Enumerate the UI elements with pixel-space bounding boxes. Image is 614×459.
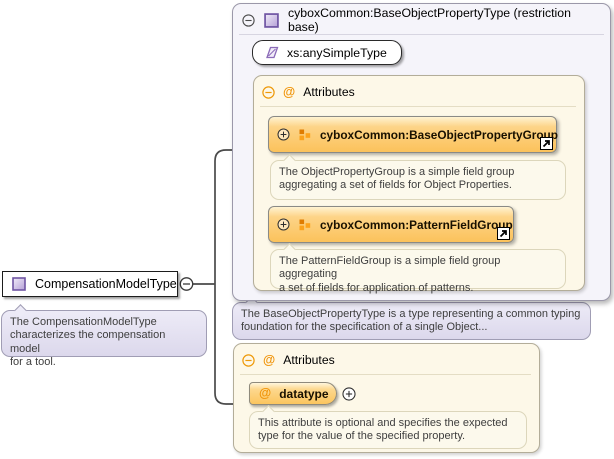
- attribute-icon: @: [259, 387, 271, 400]
- attribute-icon: @: [283, 86, 295, 99]
- element-node-label: CompensationModelType: [35, 277, 177, 291]
- simple-type-pill[interactable]: xs:anySimpleType: [252, 40, 402, 65]
- attributes-section: @ Attributes cyboxCommon:BaseObjectPrope…: [253, 75, 585, 291]
- expand-icon[interactable]: [277, 218, 290, 231]
- base-type-panel: cyboxCommon:BaseObjectPropertyType (rest…: [232, 3, 611, 301]
- group-label: cyboxCommon:BaseObjectPropertyGroup: [320, 128, 558, 142]
- complex-type-icon: [264, 13, 279, 28]
- complex-type-icon: [12, 277, 26, 291]
- attribute-group-baseobjectpropertygroup[interactable]: cyboxCommon:BaseObjectPropertyGroup: [268, 116, 557, 153]
- expand-icon[interactable]: [277, 128, 290, 141]
- collapse-icon[interactable]: [262, 86, 275, 99]
- group-description: The PatternFieldGroup is a simple field …: [270, 249, 566, 289]
- group-icon: [299, 129, 311, 141]
- collapse-icon[interactable]: [242, 14, 255, 27]
- simple-type-icon: [263, 46, 279, 59]
- group-label: cyboxCommon:PatternFieldGroup: [320, 218, 513, 232]
- element-node-compensationmodeltype[interactable]: CompensationModelType: [2, 271, 178, 297]
- base-type-title: cyboxCommon:BaseObjectPropertyType (rest…: [288, 6, 602, 34]
- attribute-group-patternfieldgroup[interactable]: cyboxCommon:PatternFieldGroup: [268, 206, 514, 243]
- collapse-toggle-left-node[interactable]: [180, 278, 192, 290]
- link-arrow-icon[interactable]: [540, 137, 553, 150]
- attributes-panel: @ Attributes @ datatype This attribute i…: [233, 343, 540, 453]
- attribute-icon: @: [263, 354, 275, 367]
- attribute-description: This attribute is optional and specifies…: [249, 411, 527, 449]
- expand-icon[interactable]: [342, 387, 356, 401]
- attribute-datatype[interactable]: @ datatype: [249, 382, 337, 405]
- collapse-icon[interactable]: [242, 354, 255, 367]
- link-arrow-icon[interactable]: [497, 227, 510, 240]
- attribute-name: datatype: [279, 387, 328, 401]
- attributes-header: Attributes: [283, 353, 334, 367]
- group-description: The ObjectPropertyGroup is a simple fiel…: [270, 160, 566, 200]
- attributes-header: Attributes: [303, 85, 354, 99]
- simple-type-label: xs:anySimpleType: [287, 46, 387, 60]
- group-icon: [299, 219, 311, 231]
